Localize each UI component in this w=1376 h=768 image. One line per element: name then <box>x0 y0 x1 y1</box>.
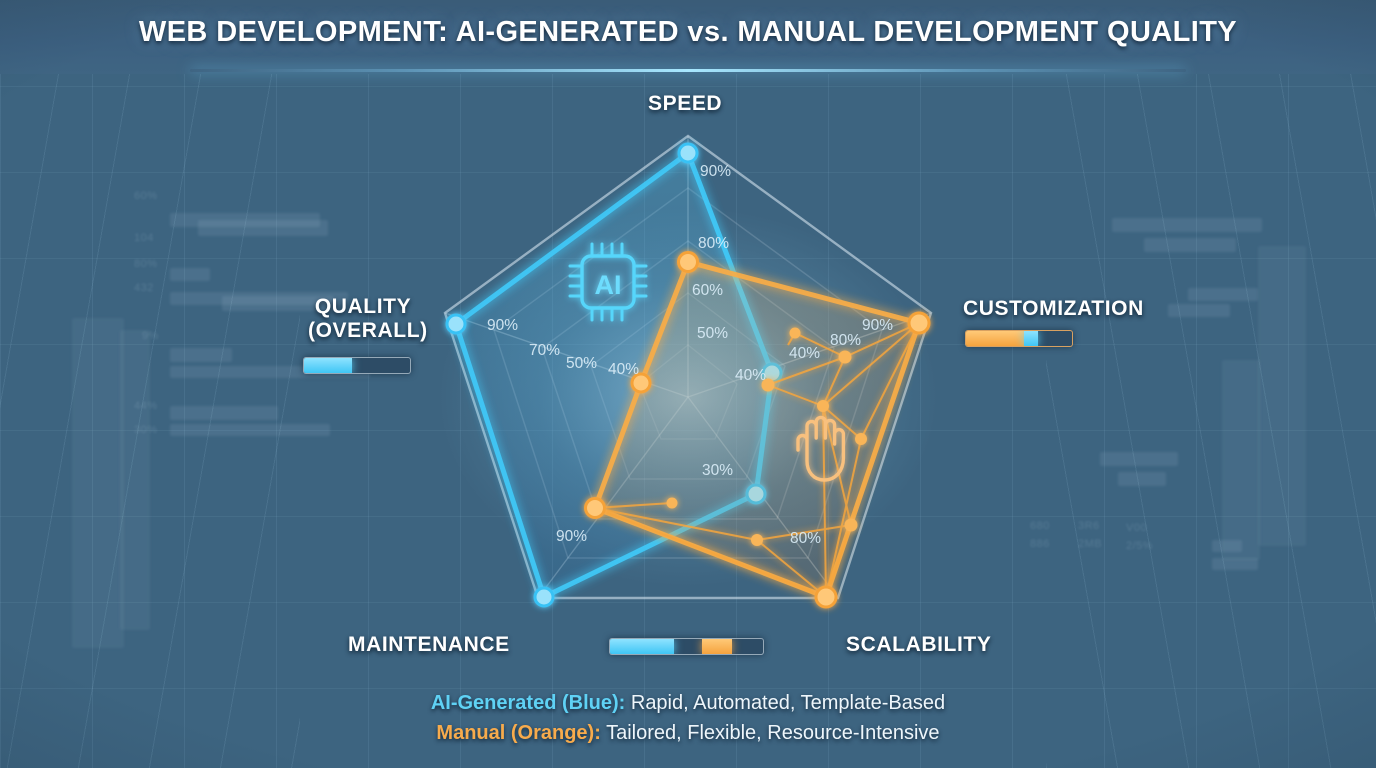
value-label: 90% <box>862 317 893 334</box>
value-label: 40% <box>789 345 820 362</box>
ghost-bar <box>170 268 210 281</box>
value-label: 80% <box>790 530 821 547</box>
ghost-text: 2/5% <box>1126 540 1154 552</box>
legend-key-ai: AI-Generated (Blue): <box>430 692 626 714</box>
background-perspective-right <box>1046 0 1376 768</box>
value-label: 40% <box>735 367 766 384</box>
axis-label-scalability: SCALABILITY <box>846 633 992 656</box>
ghost-text: 30% <box>134 424 158 436</box>
ghost-bar <box>1118 472 1166 486</box>
ghost-bar <box>170 424 330 436</box>
legend-row-ai: AI-Generated (Blue): Rapid, Automated, T… <box>0 688 1376 718</box>
title-divider <box>190 69 1186 72</box>
progress-fill-cyan <box>1024 331 1039 346</box>
ghost-text: 9% <box>142 330 159 342</box>
axis-label-quality: QUALITY (OVERALL) <box>308 295 428 342</box>
quality-progress-bar[interactable] <box>303 357 411 374</box>
page-title: WEB DEVELOPMENT: AI-GENERATED vs. MANUAL… <box>138 16 1238 48</box>
center-progress-bar[interactable] <box>609 638 764 655</box>
ghost-bar <box>1212 558 1258 570</box>
ghost-panel <box>72 318 124 648</box>
legend-key-manual: Manual (Orange): <box>436 722 601 745</box>
axis-label-maintenance: MAINTENANCE <box>348 633 510 656</box>
value-label: 60% <box>692 282 723 299</box>
legend-text-ai: Rapid, Automated, Template-Based <box>625 692 946 714</box>
ghost-text: 104 <box>134 232 154 244</box>
ghost-text: 80% <box>134 258 158 270</box>
svg-text:AI: AI <box>595 270 622 300</box>
value-label: 90% <box>700 163 731 180</box>
ghost-bar <box>170 348 232 362</box>
ghost-bar <box>1168 304 1230 317</box>
ghost-panel <box>1258 246 1306 546</box>
header-band: WEB DEVELOPMENT: AI-GENERATED vs. MANUAL… <box>0 0 1376 74</box>
progress-fill-orange <box>701 639 733 654</box>
ghost-text: 886 <box>1030 538 1050 550</box>
ghost-text: 3R6 <box>1078 520 1100 532</box>
ghost-bar <box>1188 288 1258 301</box>
ghost-bar <box>170 406 278 420</box>
ghost-bar <box>1112 218 1262 232</box>
ghost-bar <box>1100 452 1178 466</box>
ghost-text: 44% <box>134 400 158 412</box>
value-label: 90% <box>487 317 518 334</box>
axis-label-quality-line2: (OVERALL) <box>308 318 428 342</box>
axis-label-speed: SPEED <box>648 92 723 115</box>
axis-label-quality-line1: QUALITY <box>314 295 412 318</box>
series-manual-area <box>595 262 919 597</box>
progress-fill-cyan <box>304 358 352 373</box>
ghost-text: 2MB <box>1078 538 1103 550</box>
ghost-panel <box>120 330 150 630</box>
ghost-bar <box>170 292 348 305</box>
progress-fill-orange <box>966 331 1025 346</box>
ghost-text: 432 <box>134 282 154 294</box>
background-perspective-left <box>0 0 300 768</box>
ghost-text: V00 <box>1126 522 1148 534</box>
series-manual-points <box>584 251 931 609</box>
progress-fill-cyan <box>610 639 675 654</box>
value-label: 40% <box>608 361 639 378</box>
legend: AI-Generated (Blue): Rapid, Automated, T… <box>0 688 1376 749</box>
ghost-bar <box>198 220 328 236</box>
legend-row-manual: Manual (Orange): Tailored, Flexible, Res… <box>0 718 1376 748</box>
value-label: 90% <box>556 528 587 545</box>
customization-progress-bar[interactable] <box>965 330 1073 347</box>
ghost-panel <box>1222 360 1260 560</box>
ghost-text: 680 <box>1030 520 1050 532</box>
value-label: 80% <box>698 235 729 252</box>
ghost-text: 60% <box>134 190 158 202</box>
manual-network-nodes <box>666 327 867 546</box>
value-label: 80% <box>830 332 861 349</box>
axis-label-customization: CUSTOMIZATION <box>963 297 1144 320</box>
ghost-bar <box>170 213 320 227</box>
value-label: 50% <box>697 325 728 342</box>
ghost-bar <box>1144 238 1236 252</box>
value-label: 30% <box>702 462 733 479</box>
value-label: 70% <box>529 342 560 359</box>
hand-icon <box>796 415 846 482</box>
ghost-bar <box>222 296 334 311</box>
ghost-bar <box>1212 540 1242 552</box>
value-label: 50% <box>566 355 597 372</box>
ai-chip-icon: AI <box>568 242 648 322</box>
progress-gap <box>674 639 702 654</box>
legend-text-manual: Tailored, Flexible, Resource-Intensive <box>600 722 940 745</box>
manual-network-mesh <box>594 322 920 598</box>
